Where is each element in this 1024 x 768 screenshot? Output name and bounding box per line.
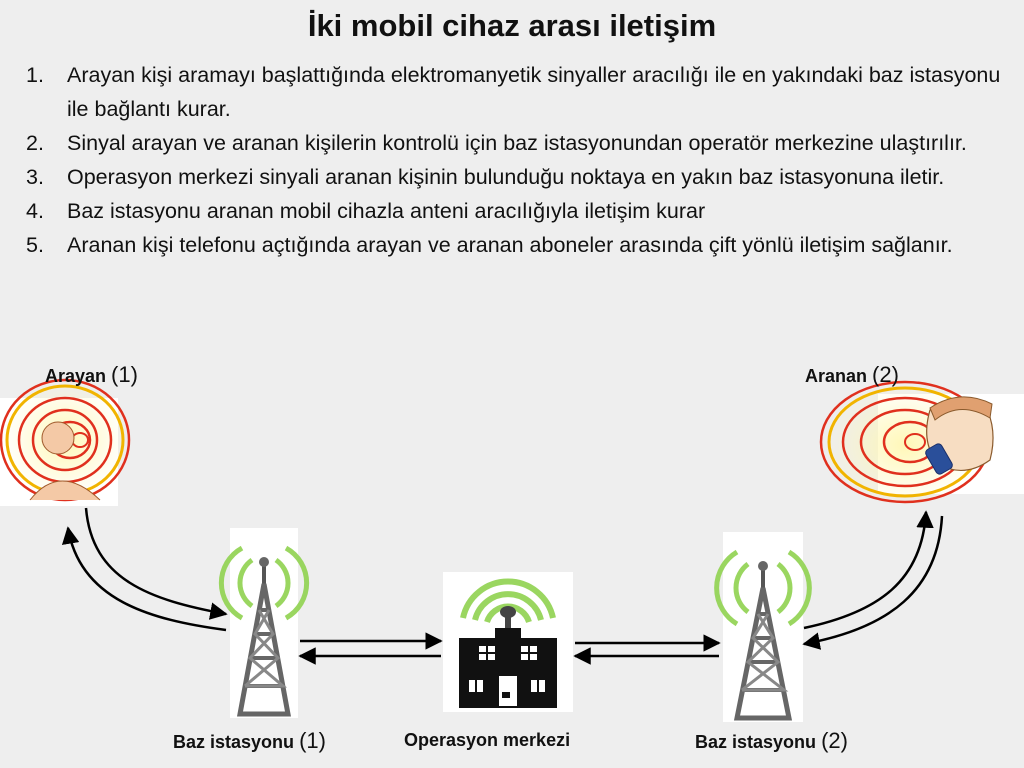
step-item: 3. Operasyon merkezi sinyali aranan kişin…	[16, 160, 1011, 194]
caller-icon	[0, 378, 131, 506]
cell-tower-icon	[714, 532, 812, 722]
callee-number: (2)	[872, 362, 899, 387]
caller-label: Arayan (1)	[45, 362, 138, 388]
link-arrow	[803, 510, 934, 630]
steps-list: 1. Arayan kişi aramayı başlattığında elek…	[16, 58, 1011, 262]
step-item: 2. Sinyal arayan ve aranan kişilerin kont…	[16, 126, 1011, 160]
step-number: 1.	[26, 63, 44, 87]
link-arrow	[84, 507, 228, 620]
callee-icon	[819, 380, 1024, 505]
base1-name: Baz istasyonu	[173, 732, 295, 752]
step-item: 1. Arayan kişi aramayı başlattığında elek…	[16, 58, 1011, 126]
base1-label: Baz istasyonu (1)	[173, 728, 326, 754]
step-number: 3.	[26, 165, 44, 189]
callee-name: Aranan	[805, 366, 868, 386]
step-text: Arayan kişi aramayı başlattığında elektr…	[67, 63, 1001, 121]
step-text: Operasyon merkezi sinyali aranan kişinin…	[67, 165, 945, 189]
base2-number: (2)	[821, 728, 848, 753]
center-name: Operasyon merkezi	[404, 730, 571, 750]
step-number: 5.	[26, 233, 44, 257]
link-arrow	[61, 526, 227, 632]
base2-label: Baz istasyonu (2)	[695, 728, 848, 754]
step-item: 5. Aranan kişi telefonu açtığında arayan …	[16, 228, 1011, 262]
cell-tower-icon	[218, 528, 310, 718]
step-number: 2.	[26, 131, 44, 155]
step-number: 4.	[26, 199, 44, 223]
base2-name: Baz istasyonu	[695, 732, 817, 752]
link-arrow	[802, 515, 944, 650]
caller-name: Arayan	[45, 366, 107, 386]
callee-label: Aranan (2)	[805, 362, 899, 388]
caller-number: (1)	[111, 362, 138, 387]
step-text: Baz istasyonu aranan mobil cihazla anten…	[67, 199, 706, 223]
center-label: Operasyon merkezi	[404, 730, 570, 751]
step-text: Sinyal arayan ve aranan kişilerin kontro…	[67, 131, 967, 155]
operations-building-icon	[443, 572, 573, 712]
step-text: Aranan kişi telefonu açtığında arayan ve…	[67, 233, 953, 257]
step-item: 4. Baz istasyonu aranan mobil cihazla ant…	[16, 194, 1011, 228]
base1-number: (1)	[299, 728, 326, 753]
page-title: İki mobil cihaz arası iletişim	[307, 8, 717, 43]
